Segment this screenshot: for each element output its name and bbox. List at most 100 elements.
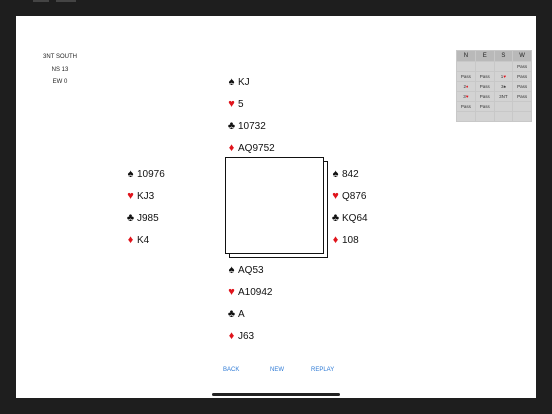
home-indicator[interactable] — [212, 393, 340, 396]
east-diamonds-row[interactable]: ♦ 108 — [330, 229, 368, 251]
bid-cell: Pass — [512, 71, 532, 82]
bid-cell — [512, 101, 532, 112]
east-diamonds: 108 — [342, 234, 359, 246]
west-clubs-row[interactable]: ♣ J985 — [125, 207, 165, 229]
bid-cell — [493, 101, 514, 112]
bidding-table: N E S W Pass Pass Pass 1♥ Pass 2♦ Pass 3… — [456, 50, 532, 122]
bidding-row: Pass Pass — [456, 101, 532, 112]
bidding-header: E — [474, 50, 495, 62]
ew-score: EW 0 — [52, 79, 68, 85]
heart-icon: ♥ — [332, 190, 339, 202]
bidding-header-row: N E S W — [456, 50, 532, 62]
south-clubs: A — [238, 308, 245, 320]
device-frame-top — [0, 0, 552, 16]
bid-cell: Pass — [512, 91, 532, 102]
heart-icon: ♥ — [127, 190, 134, 202]
north-spades-row[interactable]: ♠ KJ — [226, 71, 275, 93]
trick-area[interactable] — [225, 157, 324, 254]
bid-cell: Pass — [512, 61, 532, 72]
device-frame-right — [536, 0, 552, 414]
south-diamonds: J63 — [238, 330, 255, 342]
north-hearts: 5 — [238, 98, 244, 110]
south-clubs-row[interactable]: ♣ A — [226, 303, 272, 325]
north-spades: KJ — [238, 76, 250, 88]
bid-cell: 3♥ — [456, 91, 476, 102]
bid-cell: Pass — [456, 71, 476, 82]
bidding-header: W — [512, 50, 532, 62]
contract-label: 3NT SOUTH — [43, 54, 77, 60]
bidding-row: Pass — [456, 61, 532, 72]
spade-icon: ♠ — [228, 264, 235, 276]
west-spades: 10976 — [137, 168, 165, 180]
west-clubs: J985 — [137, 212, 159, 224]
bid-cell: 2♦ — [456, 81, 476, 92]
bid-cell — [493, 61, 514, 72]
east-clubs: KQ64 — [342, 212, 368, 224]
south-diamonds-row[interactable]: ♦ J63 — [226, 325, 272, 347]
east-hand: ♠ 842 ♥ Q876 ♣ KQ64 ♦ 108 — [330, 163, 368, 251]
bid-cell: Pass — [474, 81, 495, 92]
back-button[interactable]: BACK — [223, 367, 240, 373]
west-spades-row[interactable]: ♠ 10976 — [125, 163, 165, 185]
club-icon: ♣ — [331, 212, 340, 224]
volume-button — [56, 0, 76, 2]
bid-cell: 3NT — [493, 91, 514, 102]
device-frame-bottom — [0, 398, 552, 414]
club-icon: ♣ — [227, 120, 236, 132]
north-diamonds-row[interactable]: ♦ AQ9752 — [226, 137, 275, 159]
east-spades: 842 — [342, 168, 359, 180]
bid-cell — [456, 61, 476, 72]
spade-icon: ♠ — [332, 168, 339, 180]
diamond-icon: ♦ — [127, 234, 134, 246]
east-hearts: Q876 — [342, 190, 367, 202]
club-icon: ♣ — [227, 308, 236, 320]
north-hearts-row[interactable]: ♥ 5 — [226, 93, 275, 115]
west-hearts: KJ3 — [137, 190, 155, 202]
north-hand: ♠ KJ ♥ 5 ♣ 10732 ♦ AQ9752 — [226, 71, 275, 159]
device-frame-left — [0, 0, 16, 414]
east-hearts-row[interactable]: ♥ Q876 — [330, 185, 368, 207]
replay-button[interactable]: REPLAY — [311, 367, 335, 373]
club-icon: ♣ — [126, 212, 135, 224]
bid-cell: 1♥ — [493, 71, 514, 82]
north-clubs-row[interactable]: ♣ 10732 — [226, 115, 275, 137]
heart-icon: ♥ — [228, 286, 235, 298]
west-hearts-row[interactable]: ♥ KJ3 — [125, 185, 165, 207]
bidding-row: Pass Pass 1♥ Pass — [456, 71, 532, 82]
south-hearts: A10942 — [238, 286, 273, 298]
bid-cell: Pass — [512, 81, 532, 92]
bidding-row: 2♦ Pass 3♠ Pass — [456, 81, 532, 92]
south-hand: ♠ AQ53 ♥ A10942 ♣ A ♦ J63 — [226, 259, 273, 347]
south-hearts-row[interactable]: ♥ A10942 — [226, 281, 272, 303]
bid-cell — [512, 111, 532, 122]
south-spades: AQ53 — [238, 264, 264, 276]
bidding-row: 3♥ Pass 3NT Pass — [456, 91, 532, 102]
bidding-row — [456, 111, 532, 122]
bid-cell — [456, 111, 476, 122]
bid-cell — [474, 111, 495, 122]
heart-icon: ♥ — [228, 98, 235, 110]
spade-icon: ♠ — [228, 76, 235, 88]
bidding-header: S — [493, 50, 514, 62]
west-diamonds-row[interactable]: ♦ K4 — [125, 229, 165, 251]
north-diamonds: AQ9752 — [238, 142, 275, 154]
diamond-icon: ♦ — [228, 330, 235, 342]
north-clubs: 10732 — [238, 120, 266, 132]
bid-cell: Pass — [474, 91, 495, 102]
bid-cell — [493, 111, 514, 122]
bid-cell: Pass — [456, 101, 476, 112]
east-clubs-row[interactable]: ♣ KQ64 — [330, 207, 368, 229]
bid-cell: Pass — [474, 71, 495, 82]
diamond-icon: ♦ — [228, 142, 235, 154]
new-button[interactable]: NEW — [270, 367, 284, 373]
diamond-icon: ♦ — [332, 234, 339, 246]
bidding-header: N — [456, 50, 476, 62]
volume-button — [33, 0, 49, 2]
west-hand: ♠ 10976 ♥ KJ3 ♣ J985 ♦ K4 — [125, 163, 165, 251]
ns-score: NS 13 — [51, 67, 69, 73]
bid-cell: Pass — [474, 101, 495, 112]
east-spades-row[interactable]: ♠ 842 — [330, 163, 368, 185]
south-spades-row[interactable]: ♠ AQ53 — [226, 259, 272, 281]
bid-cell — [474, 61, 495, 72]
bid-cell: 3♠ — [493, 81, 514, 92]
